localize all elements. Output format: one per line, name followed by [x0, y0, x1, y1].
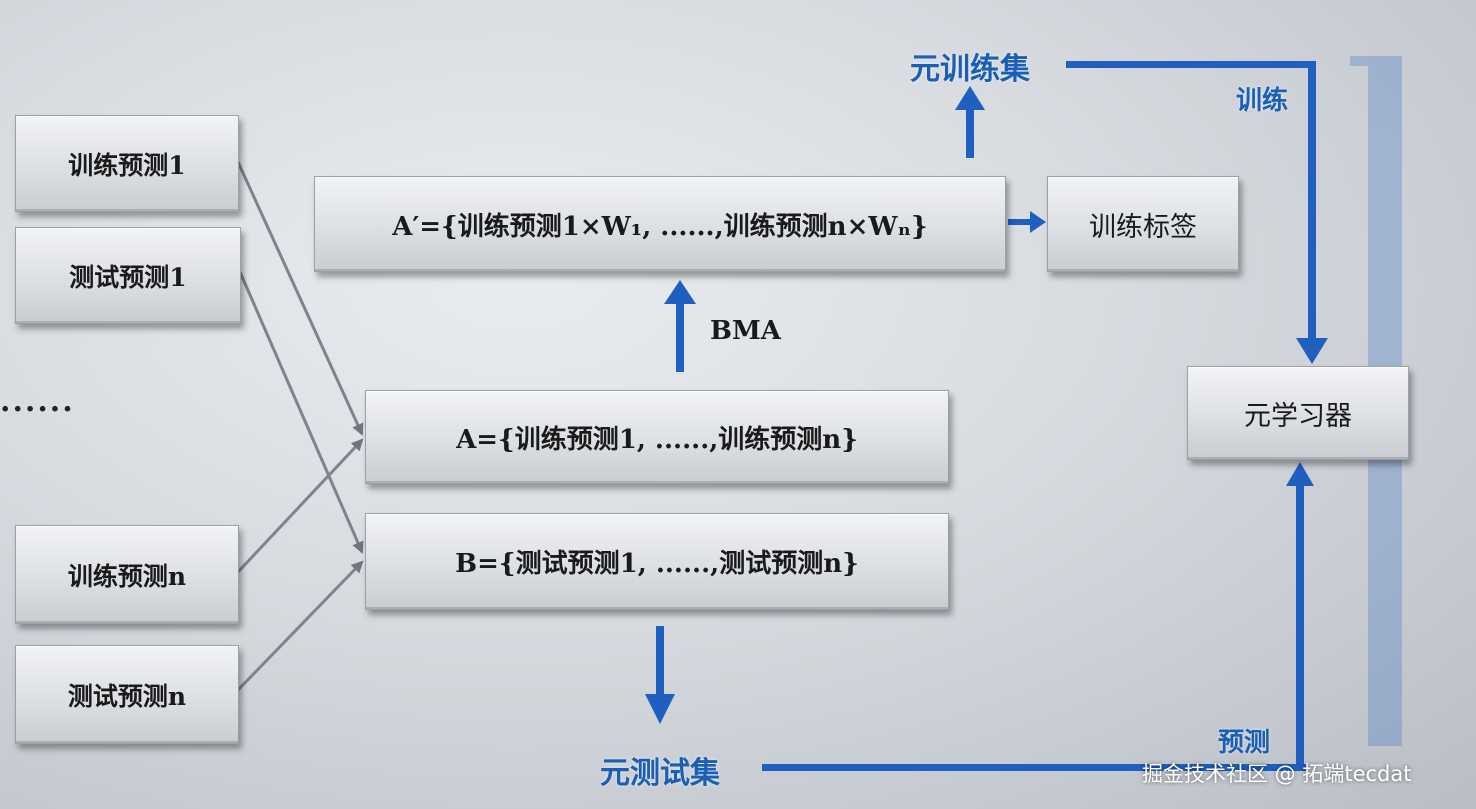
test-pred-n-label: 测试预测n: [67, 681, 187, 711]
arrow-right-shaft: [1008, 219, 1032, 225]
connector-testn-to-b: [236, 560, 364, 692]
train-path-head: [1296, 338, 1328, 364]
train-path-vertical: [1308, 61, 1316, 341]
train-path-horizontal: [1066, 61, 1316, 68]
bma-label: BMA: [710, 316, 781, 346]
train-pred-1-label: 训练预测1: [68, 150, 186, 180]
test-pred-n-box: 测试预测n: [15, 645, 239, 744]
train-labels-label: 训练标签: [1089, 211, 1197, 243]
set-a-label: A={训练预测1, ......,训练预测n}: [456, 424, 858, 455]
arrow-bma-shaft: [676, 302, 684, 372]
arrow-up-head: [955, 86, 985, 110]
arrow-up-shaft: [966, 108, 974, 158]
ellipsis-dots: ......: [0, 384, 75, 419]
weighted-set-label: A′={训练预测1×W₁, ......,训练预测n×Wₙ}: [392, 211, 928, 242]
meta-train-set-label: 元训练集: [910, 52, 1030, 87]
connector-test1-to-b: [238, 271, 364, 554]
set-b-box: B={测试预测1, ......,测试预测n}: [365, 513, 949, 610]
meta-test-set-label: 元测试集: [600, 756, 720, 791]
connector-train1-to-a: [236, 161, 364, 436]
edge-glow-top: [1350, 56, 1402, 66]
predict-path-head: [1286, 462, 1314, 486]
weighted-set-box: A′={训练预测1×W₁, ......,训练预测n×Wₙ}: [314, 176, 1006, 272]
train-pred-1-box: 训练预测1: [15, 115, 239, 212]
train-pred-n-box: 训练预测n: [15, 525, 239, 624]
flow-arrows: [645, 61, 1328, 771]
predict-edge-label: 预测: [1218, 728, 1271, 758]
arrow-right-head: [1030, 211, 1046, 233]
meta-learner-label: 元学习器: [1244, 400, 1352, 432]
test-pred-1-box: 测试预测1: [15, 227, 241, 324]
test-pred-1-label: 测试预测1: [69, 262, 187, 292]
arrow-bma-head: [664, 280, 696, 304]
train-pred-n-label: 训练预测n: [67, 561, 187, 591]
meta-learner-box: 元学习器: [1187, 366, 1409, 460]
set-b-label: B={测试预测1, ......,测试预测n}: [455, 549, 859, 579]
connector-trainn-to-a: [236, 438, 364, 574]
arrow-down-shaft: [656, 626, 664, 696]
train-labels-box: 训练标签: [1047, 176, 1239, 272]
predict-path-horizontal: [762, 764, 1308, 771]
connector-lines: [236, 161, 364, 692]
arrow-down-head: [645, 694, 675, 724]
watermark: 掘金技术社区 @ 拓端tecdat: [1142, 762, 1412, 786]
predict-path-vertical: [1296, 484, 1304, 771]
train-edge-label: 训练: [1236, 86, 1289, 116]
set-a-box: A={训练预测1, ......,训练预测n}: [365, 390, 949, 484]
